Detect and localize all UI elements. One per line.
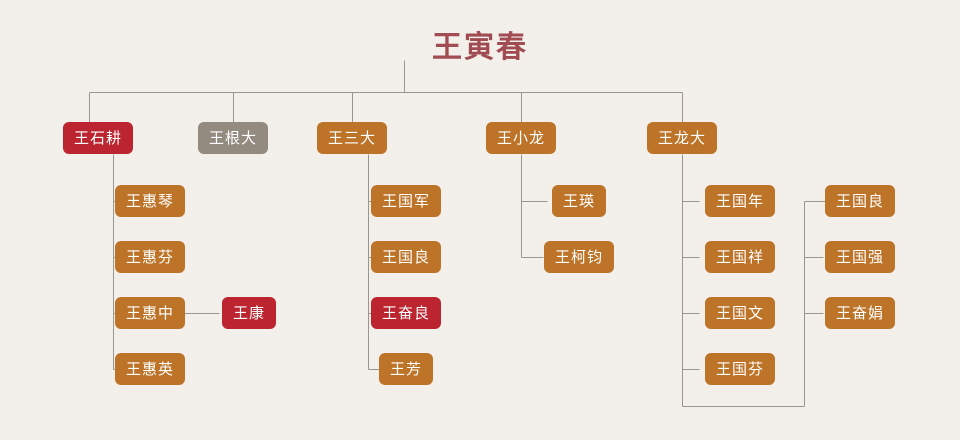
node-wang-shigeng[interactable]: 王石耕: [62, 122, 134, 154]
node-wang-guoqiang[interactable]: 王国强: [824, 241, 896, 273]
node-wang-guojun[interactable]: 王国军: [370, 185, 442, 217]
node-wang-huizhong[interactable]: 王惠中: [114, 297, 186, 329]
node-wang-guoxiang[interactable]: 王国祥: [704, 241, 776, 273]
node-wang-guoliang-b[interactable]: 王国良: [824, 185, 896, 217]
node-wang-longda[interactable]: 王龙大: [646, 122, 718, 154]
node-wang-fenjuan[interactable]: 王奋娟: [824, 297, 896, 329]
node-wang-huiqin[interactable]: 王惠琴: [114, 185, 186, 217]
node-wang-xiaolong[interactable]: 王小龙: [485, 122, 557, 154]
node-wang-guoliang-a[interactable]: 王国良: [370, 241, 442, 273]
node-wang-guowen[interactable]: 王国文: [704, 297, 776, 329]
node-wang-sanda[interactable]: 王三大: [316, 122, 388, 154]
node-wang-fang[interactable]: 王芳: [378, 353, 434, 385]
node-wang-huifen[interactable]: 王惠芬: [114, 241, 186, 273]
node-wang-guonian[interactable]: 王国年: [704, 185, 776, 217]
page-title: 王寅春: [432, 30, 528, 65]
node-wang-fenliang[interactable]: 王奋良: [370, 297, 442, 329]
node-wang-kang[interactable]: 王康: [221, 297, 277, 329]
node-wang-gengda[interactable]: 王根大: [197, 122, 269, 154]
node-wang-huiying[interactable]: 王惠英: [114, 353, 186, 385]
node-wang-ying[interactable]: 王瑛: [551, 185, 607, 217]
node-wang-guofen[interactable]: 王国芬: [704, 353, 776, 385]
node-wang-kejun[interactable]: 王柯钧: [543, 241, 615, 273]
